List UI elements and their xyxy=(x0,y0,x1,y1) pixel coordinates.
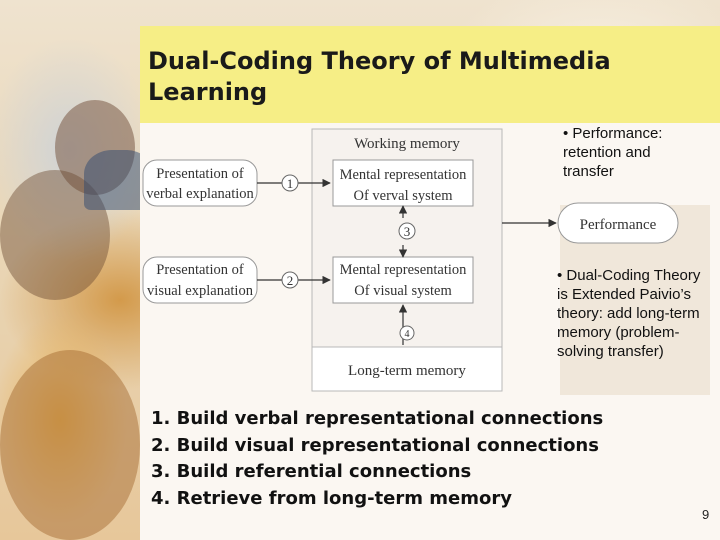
mental-visual-box xyxy=(332,256,474,304)
step-item-2: 2. Build visual representational connect… xyxy=(151,434,599,456)
performance-box xyxy=(557,202,679,244)
visual-presentation-line1: Presentation of xyxy=(156,262,244,278)
visual-presentation-line2: visual explanation xyxy=(147,283,254,299)
mental-visual-line1: Mental representation xyxy=(340,262,468,278)
working-memory-label: Working memory xyxy=(354,136,460,152)
page-number: 9 xyxy=(702,507,710,522)
verbal-presentation-line1: Presentation of xyxy=(156,166,244,182)
slide-title: Dual-Coding Theory of Multimedia Learnin… xyxy=(148,47,611,106)
step-item-3: 3. Build referential connections xyxy=(151,461,472,482)
step3-number: 3 xyxy=(404,224,411,239)
long-term-memory-label: Long-term memory xyxy=(348,363,466,379)
mental-visual-line2: Of visual system xyxy=(354,283,452,299)
performance-label: Performance xyxy=(580,217,657,233)
mental-verbal-box xyxy=(332,159,474,207)
background-person-writing-child xyxy=(0,350,140,540)
long-term-memory-box xyxy=(311,346,503,392)
step4-number: 4 xyxy=(405,329,410,340)
step1-circle xyxy=(281,174,299,192)
verbal-presentation-line2: verbal explanation xyxy=(146,186,254,202)
step1-number: 1 xyxy=(287,176,294,191)
steps-list: 1. Build verbal representational connect… xyxy=(151,406,603,512)
mental-verbal-line2: Of verval system xyxy=(353,188,453,204)
step3-circle xyxy=(398,222,416,240)
step4-circle xyxy=(399,325,415,341)
bullet-performance: • Performance: retention and transfer xyxy=(563,125,663,180)
step-item-1: 1. Build verbal representational connect… xyxy=(151,408,604,429)
step-item-4: 4. Retrieve from long-term memory xyxy=(151,487,512,509)
title-banner xyxy=(140,26,720,123)
step2-circle xyxy=(281,271,299,289)
dual-coding-diagram: Working memory Presentation of verbal ex… xyxy=(142,128,679,392)
bullet-dual-coding: • Dual-Coding Theory is Extended Paivio’… xyxy=(557,267,701,360)
step2-number: 2 xyxy=(287,273,294,288)
mental-verbal-line1: Mental representation xyxy=(340,167,468,183)
